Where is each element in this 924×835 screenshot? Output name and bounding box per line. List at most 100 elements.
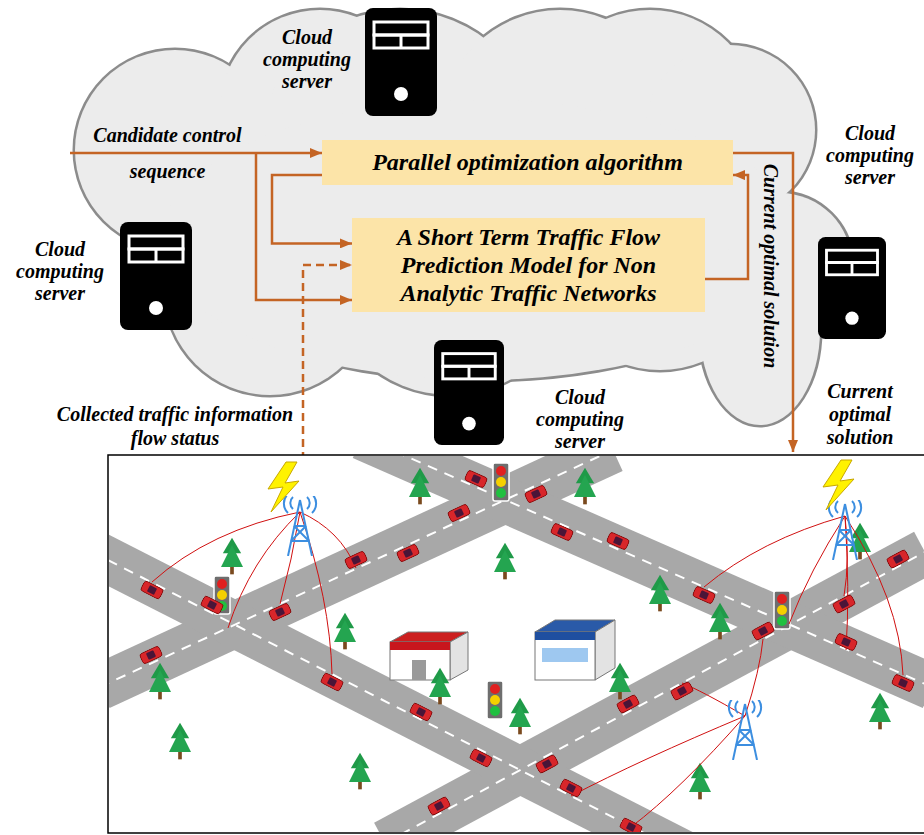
tree: [509, 698, 531, 735]
car: [891, 674, 915, 693]
server-icon: [365, 8, 437, 116]
red-building: [390, 632, 468, 680]
road: [109, 552, 691, 832]
process-box: Parallel optimization algorithm: [322, 140, 733, 185]
tree: [609, 663, 631, 700]
car: [606, 532, 630, 551]
tree: [494, 543, 516, 580]
tree: [349, 753, 371, 790]
car: [396, 544, 420, 563]
lane-marks: [109, 456, 924, 832]
tree: [221, 538, 243, 575]
input-label: Candidate control sequence: [80, 117, 255, 189]
car: [409, 702, 433, 721]
tree: [709, 603, 731, 640]
car: [140, 580, 164, 599]
server-label: Cloud computing server: [255, 26, 359, 92]
traffic-light: [493, 463, 509, 501]
car: [447, 504, 471, 523]
server-icon: [818, 237, 886, 339]
car: [886, 549, 910, 569]
signal-link: [631, 716, 745, 827]
car: [834, 633, 858, 652]
car: [464, 470, 488, 489]
car: [200, 595, 224, 614]
signal-link: [571, 716, 745, 796]
input-arrow: [70, 152, 322, 155]
car: [751, 621, 775, 641]
cars: [139, 470, 915, 832]
box-text: Parallel optimization algorithm: [372, 148, 683, 176]
lane-mark: [109, 456, 613, 687]
building-front: [535, 632, 595, 680]
wireless-bolt: [823, 460, 854, 510]
server-label: Cloud computing server: [8, 238, 112, 304]
signal-link: [152, 512, 300, 582]
data-arrow: [303, 265, 352, 460]
car: [550, 523, 574, 542]
car: [619, 817, 643, 832]
signal-link: [704, 516, 845, 587]
roads: [109, 456, 924, 832]
car: [320, 672, 344, 691]
tree: [169, 723, 191, 760]
blue-building: [535, 620, 615, 680]
cell-tower: [829, 498, 861, 560]
car: [344, 551, 368, 570]
building-band: [535, 632, 595, 640]
data-label: Collected traffic information flow statu…: [55, 402, 295, 450]
lane-mark: [385, 552, 924, 832]
tree: [649, 575, 671, 612]
box-text: A Short Term Traffic Flow Prediction Mod…: [364, 223, 694, 307]
tree: [574, 468, 596, 505]
traffic-lights: [214, 463, 790, 719]
tree: [149, 663, 171, 700]
building-door: [412, 660, 426, 680]
building-side: [595, 620, 615, 680]
car: [139, 646, 163, 665]
road: [109, 456, 613, 687]
car: [559, 778, 583, 797]
tree: [869, 693, 891, 730]
server-label: Cloud computing server: [822, 122, 918, 188]
building-band: [390, 642, 450, 650]
output-label: Current optimal solution: [815, 380, 905, 449]
car: [268, 603, 292, 622]
car: [535, 754, 559, 774]
server-icon: [434, 340, 504, 445]
traffic-light: [487, 681, 503, 719]
road: [385, 552, 924, 832]
server-icon: [120, 222, 192, 330]
signal-links: [152, 512, 903, 827]
car: [692, 586, 716, 605]
output-arrow: [733, 153, 793, 452]
tree: [334, 613, 356, 650]
traffic-light: [774, 591, 790, 629]
cell-tower: [729, 698, 761, 760]
cell-tower: [284, 494, 316, 556]
building-windows: [542, 648, 588, 662]
car: [670, 681, 694, 701]
signal-link: [844, 516, 847, 596]
output-label: Current optimal solution: [760, 163, 782, 368]
tree: [429, 668, 451, 705]
process-box: A Short Term Traffic Flow Prediction Mod…: [352, 218, 705, 312]
road: [362, 456, 924, 687]
car: [469, 748, 493, 767]
city-scene: [109, 456, 924, 832]
building-side: [450, 632, 468, 680]
car: [832, 594, 856, 614]
server-label: Cloud computing server: [528, 386, 632, 452]
wireless-bolt: [268, 462, 299, 512]
tree: [409, 468, 431, 505]
flow-connector: [272, 175, 352, 243]
lane-mark: [362, 456, 924, 687]
trees: [149, 468, 891, 800]
lane-mark: [109, 552, 691, 832]
car: [427, 796, 451, 816]
car: [616, 694, 640, 714]
flow-connector: [705, 175, 748, 279]
tree: [689, 763, 711, 800]
